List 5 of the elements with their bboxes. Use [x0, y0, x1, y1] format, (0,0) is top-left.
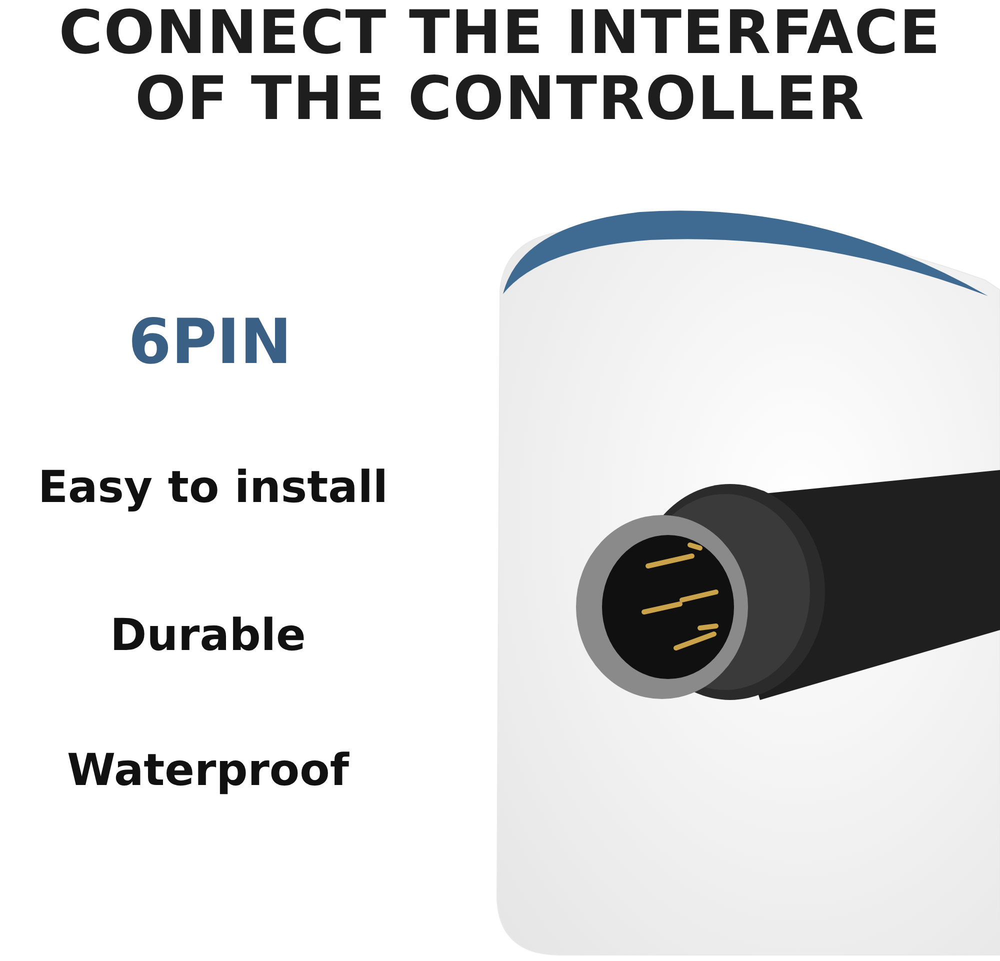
- title: CONNECT THE INTERFACE OF THE CONTROLLER: [58, 0, 942, 132]
- pin-count-label: 6PIN: [128, 305, 292, 378]
- feature-label: Durable: [110, 610, 306, 661]
- feature-label: Waterproof: [66, 745, 350, 796]
- feature-label: Easy to install: [38, 462, 388, 513]
